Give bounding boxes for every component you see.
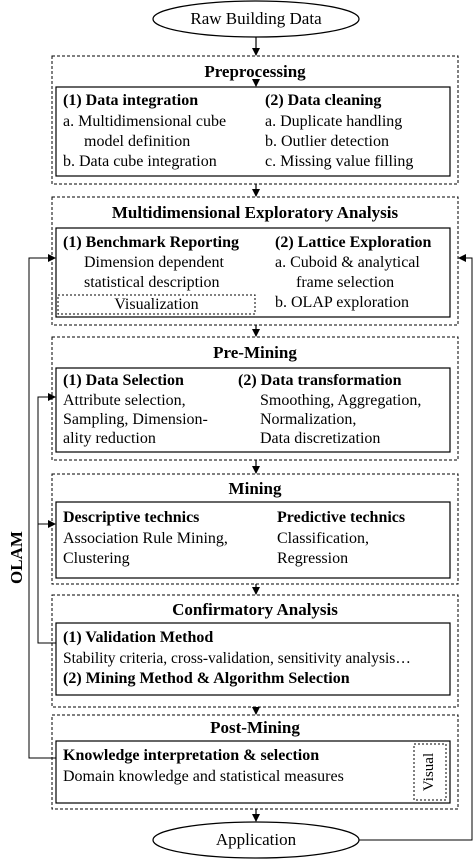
mining-left-heading: Descriptive technics [63,509,200,526]
premining-left-heading: (1) Data Selection [63,372,184,389]
application-feedback-loop [359,254,473,841]
mining-inner-box [55,501,451,579]
premining-right-item: Data discretization [260,430,381,447]
postmining-outer-box [51,714,459,810]
mining-left-item: Clustering [63,550,130,567]
exploratory-right-item: a. Cuboid & analytical [275,254,420,271]
mining-outer-box [51,473,459,585]
exploratory-right-item: b. OLAP exploration [275,294,410,311]
exploratory-right-item: frame selection [296,274,395,291]
preprocessing-outer-box [51,55,459,185]
exploratory-inner-box [55,227,451,318]
postmining-line: Domain knowledge and statistical measure… [63,768,344,785]
confirmatory-line-1: Stability criteria, cross-validation, se… [63,650,411,667]
olam-label: OLAM [7,531,26,584]
postmining-inner-box [55,740,451,804]
exploratory-right-heading: (2) Lattice Exploration [275,234,432,251]
premining-right-item: Smoothing, Aggregation, [260,392,422,409]
preprocessing-title: Preprocessing [204,62,306,81]
premining-inner-box [55,367,451,453]
mining-title: Mining [228,479,282,498]
postmining-visual-label: Visual [421,752,437,792]
exploratory-visualization-label: Visualization [114,296,199,313]
mining-left-item: Association Rule Mining, [63,530,228,547]
postmining-heading: Knowledge interpretation & selection [63,747,320,764]
premining-left-item: Attribute selection, [63,392,186,409]
exploratory-left-heading: (1) Benchmark Reporting [63,234,239,251]
exploratory-left-item: statistical description [84,274,220,291]
postmining-title: Post-Mining [210,718,300,737]
confirmatory-inner-box [55,622,451,696]
preprocessing-right-item: a. Duplicate handling [265,113,403,130]
premining-left-item: Sampling, Dimension- [63,411,208,428]
exploratory-title: Multidimensional Exploratory Analysis [111,203,399,222]
premining-title: Pre-Mining [213,343,297,362]
end-node-label: Application [215,830,297,849]
preprocessing-right-heading: (2) Data cleaning [265,92,382,109]
preprocessing-right-item: b. Outlier detection [265,133,389,150]
mining-right-item: Regression [277,550,349,567]
olam-loop-outer [28,254,56,759]
preprocessing-left-heading: (1) Data integration [63,92,199,109]
start-node-label: Raw Building Data [190,9,322,28]
confirmatory-heading-1: (1) Validation Method [63,629,214,646]
mining-right-item: Classification, [277,530,369,547]
mining-right-heading: Predictive technics [277,509,406,526]
postmining-visual-box [413,743,447,801]
premining-right-heading: (2) Data transformation [238,372,402,389]
preprocessing-right-item: c. Missing value filling [265,153,414,170]
confirmatory-heading-2: (2) Mining Method & Algorithm Selection [63,670,350,687]
preprocessing-left-item: model definition [84,133,191,150]
premining-right-item: Normalization, [260,411,357,428]
preprocessing-inner-box [55,86,451,177]
preprocessing-left-item: b. Data cube integration [63,153,217,170]
preprocessing-left-item: a. Multidimensional cube [63,113,227,130]
confirmatory-title: Confirmatory Analysis [172,600,338,619]
premining-left-item: ality reduction [63,430,156,447]
exploratory-left-item: Dimension dependent [84,254,224,271]
olam-loop-inner [37,393,56,644]
